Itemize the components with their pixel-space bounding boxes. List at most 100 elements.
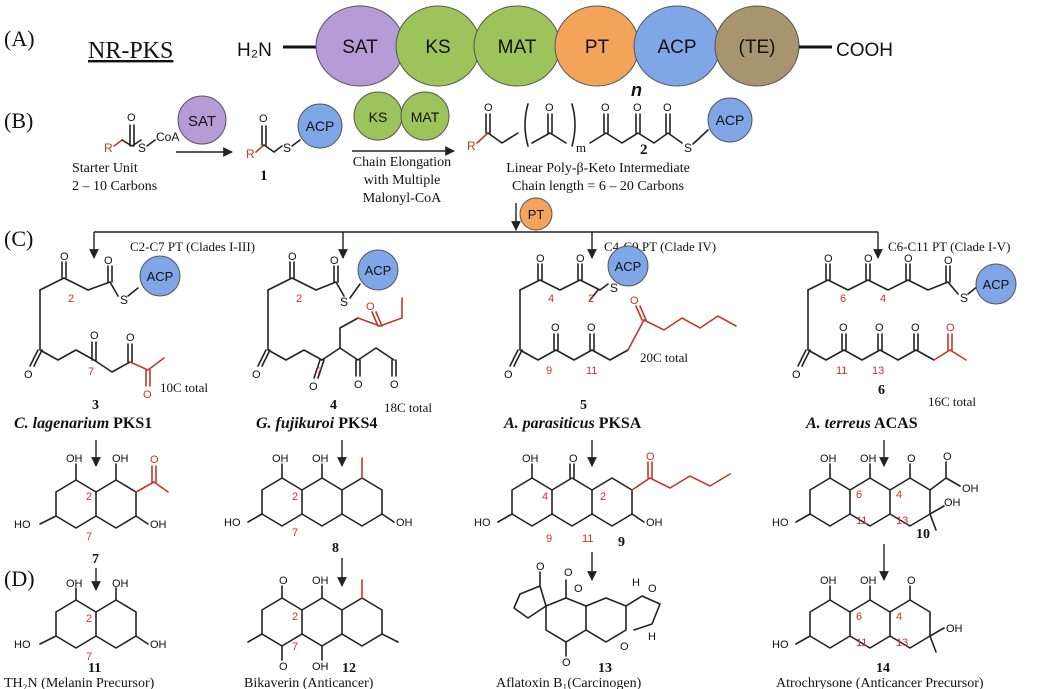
svg-text:4: 4 [896, 611, 902, 623]
acp-6 [975, 263, 1017, 305]
number-13: 13 [598, 661, 612, 676]
number-6: 6 [878, 383, 885, 398]
svg-text:O: O [279, 575, 288, 587]
panel-label-d: (D) [4, 566, 35, 591]
svg-text:OH: OH [312, 453, 329, 465]
svg-text:OH: OH [272, 453, 289, 465]
svg-text:7: 7 [86, 531, 92, 543]
nrpks-title: NR-PKS [88, 38, 173, 64]
acp-4 [357, 249, 399, 291]
svg-text:O: O [569, 453, 578, 465]
svg-text:O: O [648, 583, 657, 595]
svg-text:O: O [126, 332, 135, 344]
domain-te-label: (TE) [739, 37, 776, 58]
svg-text:7: 7 [86, 651, 92, 663]
svg-text:O: O [24, 369, 33, 381]
number-12: 12 [342, 661, 356, 676]
svg-text:O: O [907, 453, 916, 465]
svg-text:13: 13 [896, 515, 908, 527]
svg-text:O: O [601, 102, 610, 114]
svg-text:O: O [484, 102, 493, 114]
svg-text:O: O [150, 454, 159, 466]
svg-text:R: R [467, 139, 476, 153]
repeat-n: n [631, 80, 642, 100]
svg-text:11: 11 [856, 515, 867, 527]
svg-text:2: 2 [86, 613, 92, 625]
svg-text:O: O [127, 112, 136, 124]
svg-text:O: O [620, 641, 629, 653]
starter-label: Starter Unit [72, 161, 138, 176]
ks-enzyme-label: KS [369, 109, 388, 125]
svg-text:S: S [610, 281, 618, 295]
number-7: 7 [92, 552, 99, 567]
svg-text:11: 11 [856, 637, 867, 649]
svg-text:O: O [875, 322, 884, 334]
acp-6-label: ACP [983, 277, 1010, 292]
svg-text:HO: HO [14, 519, 31, 531]
svg-text:O: O [663, 102, 672, 114]
svg-text:OH: OH [66, 578, 83, 590]
svg-text:O: O [587, 322, 596, 334]
clade-label-3: C6-C11 PT (Clade I-V) [888, 239, 1010, 254]
name-4: G. fujikuroi PKS4 [256, 415, 377, 432]
svg-text:O: O [646, 451, 655, 463]
svg-text:O: O [633, 102, 642, 114]
svg-text:11: 11 [836, 365, 847, 377]
number-5: 5 [580, 398, 587, 413]
starter-unit: O R S CoA [104, 112, 179, 155]
acp-2-label: ACP [716, 112, 745, 128]
svg-text:S: S [960, 291, 968, 305]
svg-text:O: O [536, 253, 545, 265]
number-8: 8 [332, 541, 339, 556]
svg-text:m: m [576, 140, 586, 155]
acp-5-label: ACP [615, 259, 642, 274]
mat-enzyme [400, 91, 450, 141]
svg-text:OH: OH [112, 578, 129, 590]
acp-5 [607, 245, 649, 287]
total-4: 18C total [384, 400, 432, 415]
svg-text:2: 2 [86, 491, 92, 503]
acp-2 [707, 97, 753, 143]
total-6: 16C total [928, 394, 976, 409]
acp-1-label: ACP [306, 118, 335, 134]
svg-text:O: O [288, 251, 297, 263]
svg-text:O: O [279, 661, 288, 673]
n-terminus: H₂N [237, 40, 272, 61]
svg-text:CoA: CoA [156, 130, 179, 144]
compound-6-structure: O O O O S O O O O O 6 4 11 13 [792, 253, 979, 381]
name-11: TH₂N (Melanin Precursor) [4, 676, 155, 689]
svg-text:OH: OH [66, 453, 83, 465]
svg-text:O: O [104, 255, 113, 267]
domain-sat-label: SAT [342, 37, 378, 58]
svg-text:4: 4 [896, 489, 902, 501]
svg-text:S: S [340, 295, 348, 309]
svg-text:O: O [839, 322, 848, 334]
acp-3 [139, 255, 181, 297]
svg-text:O: O [90, 330, 99, 342]
svg-text:6: 6 [856, 611, 862, 623]
svg-text:HO: HO [474, 517, 491, 529]
svg-text:2: 2 [292, 491, 298, 503]
compound-3-structure: O O S O O O O 2 7 [24, 251, 165, 401]
compound-2-number: 2 [640, 142, 648, 158]
svg-text:O: O [504, 369, 513, 381]
svg-text:2: 2 [68, 293, 74, 305]
number-11: 11 [88, 661, 101, 676]
number-4: 4 [330, 398, 337, 413]
svg-text:O: O [904, 253, 913, 265]
svg-text:O: O [564, 567, 573, 579]
svg-text:OH: OH [820, 453, 837, 465]
svg-text:O: O [390, 379, 399, 391]
svg-text:OH: OH [150, 639, 167, 651]
panel-label-b: (B) [4, 108, 33, 133]
svg-text:R: R [246, 147, 255, 161]
svg-text:2: 2 [296, 293, 302, 305]
pt-enzyme-label: PT [528, 207, 545, 222]
starter-range: 2 – 10 Carbons [72, 179, 157, 194]
svg-text:4: 4 [548, 293, 554, 305]
number-3: 3 [92, 398, 99, 413]
compound-7-structure: OH OH HO OH O 2 7 [14, 453, 169, 543]
acp-1 [297, 103, 343, 149]
